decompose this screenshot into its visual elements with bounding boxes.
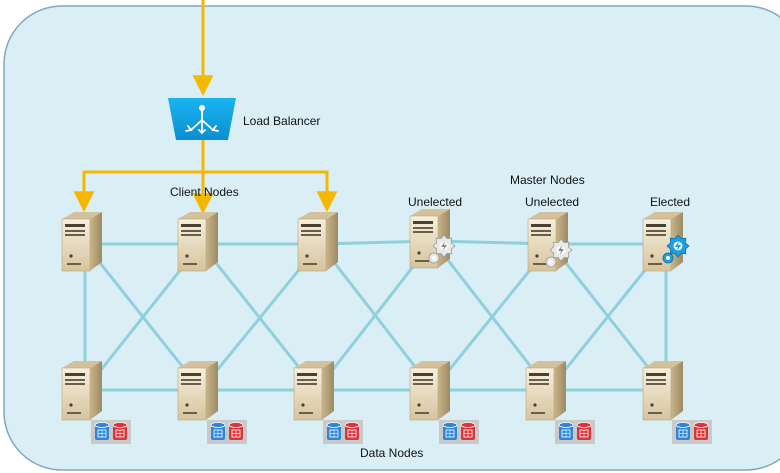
database-tray-3 [323, 420, 363, 444]
client-server-icon-1 [61, 212, 102, 272]
data-server-icon-5 [525, 361, 566, 421]
database-icon [576, 422, 592, 440]
unelected-label-2: Unelected [525, 195, 580, 209]
gear-icon [428, 234, 456, 264]
database-tray-5 [555, 420, 595, 444]
data-server-icon-4 [409, 361, 450, 421]
database-tray-2 [207, 420, 247, 444]
data-nodes-label: Data Nodes [360, 446, 424, 460]
elected-label: Elected [650, 195, 691, 209]
database-icon [228, 422, 244, 440]
database-icon [94, 422, 110, 440]
database-icon [112, 422, 128, 440]
data-server-icon-3 [293, 361, 334, 421]
client-server-icon-2 [177, 212, 218, 272]
data-server-icon-6 [642, 361, 683, 421]
data-server-icon-1 [61, 361, 102, 421]
database-icon [210, 422, 226, 440]
client-nodes-label: Client Nodes [170, 185, 239, 199]
database-icon [558, 422, 574, 440]
database-tray-1 [91, 420, 131, 444]
gear-icon [662, 234, 690, 264]
database-tray-4 [439, 420, 479, 444]
gear-icon [545, 238, 573, 268]
unelected-label-1: Unelected [408, 195, 463, 209]
database-icon [344, 422, 360, 440]
database-icon [693, 422, 709, 440]
database-icon [460, 422, 476, 440]
database-icon [675, 422, 691, 440]
load-balancer-label: Load Balancer [243, 114, 321, 128]
database-icon [326, 422, 342, 440]
database-icon [442, 422, 458, 440]
master-nodes-label: Master Nodes [510, 173, 585, 187]
client-server-icon-3 [297, 212, 338, 272]
data-server-icon-2 [177, 361, 218, 421]
traffic-lines [73, 0, 338, 215]
load-balancer-icon [168, 98, 236, 140]
database-tray-6 [672, 420, 712, 444]
